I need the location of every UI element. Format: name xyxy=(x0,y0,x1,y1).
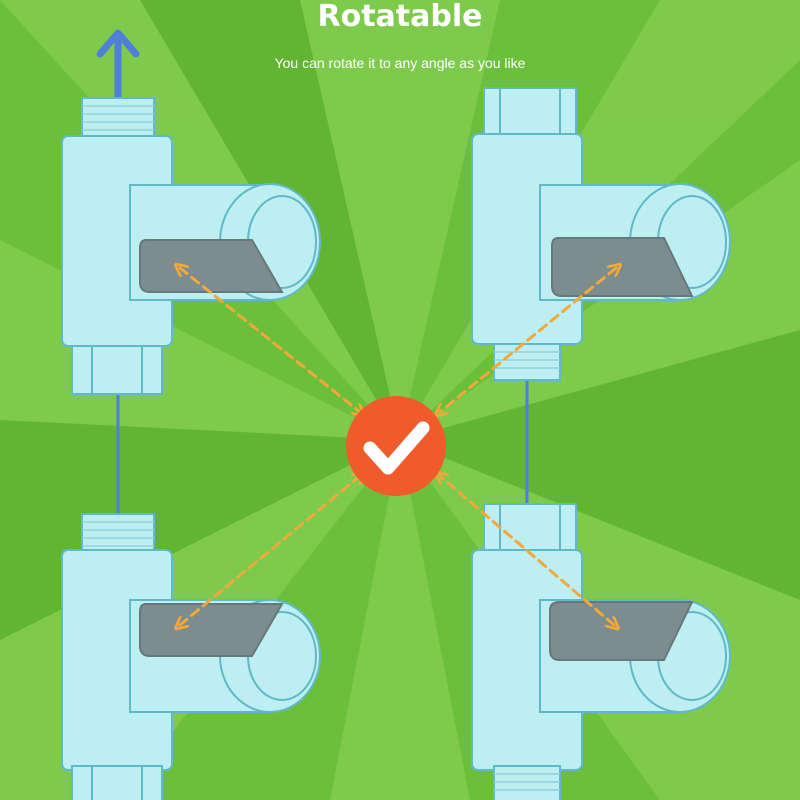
checkmark-icon xyxy=(346,396,446,496)
page-title: Rotatable xyxy=(317,0,483,34)
up-arrow-icon xyxy=(96,29,140,104)
dashed-double-arrow-icon xyxy=(180,268,616,625)
page-subtitle: You can rotate it to any angle as you li… xyxy=(274,55,526,71)
